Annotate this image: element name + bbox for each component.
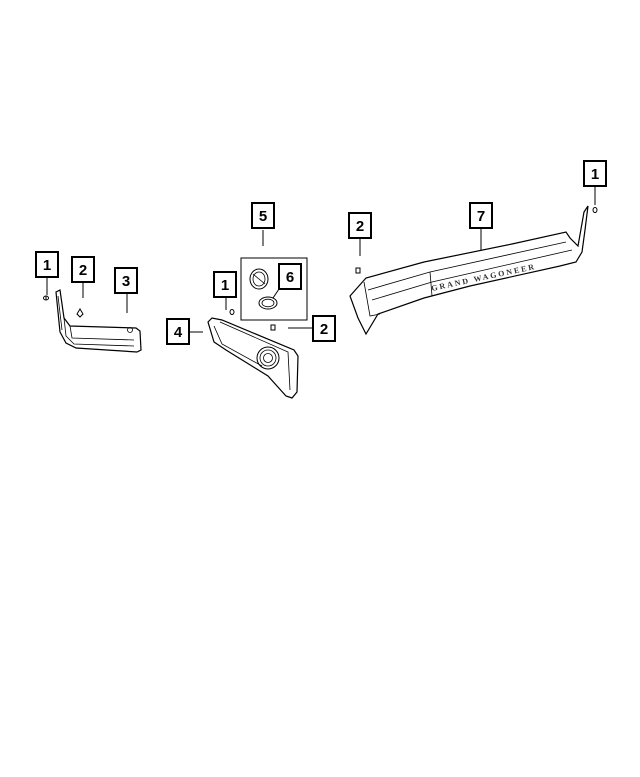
callout-label: 1 [43,257,51,274]
callout-box: 1 [35,251,59,278]
callout-box: 6 [278,263,302,290]
trim-part-4 [207,317,299,399]
callout-box: 1 [583,160,607,187]
callout-box: 4 [166,318,190,345]
callout-label: 7 [477,208,485,225]
callout-label: 5 [259,208,267,225]
callout-label: 2 [356,218,364,235]
callout-label: 2 [79,262,87,279]
fastener-1-left [43,295,49,301]
fastener-1-center [229,309,235,315]
clip-2-left [76,308,84,318]
callout-box: 2 [348,212,372,239]
clip-2-right [355,267,361,274]
callout-box: 2 [312,315,336,342]
callout-box: 3 [114,267,138,294]
fastener-1-right [592,207,598,213]
callout-label: 1 [591,166,599,183]
callout-label: 3 [122,273,130,290]
callout-box: 1 [213,271,237,298]
clip-2-center [270,324,276,331]
callout-box: 5 [251,202,275,229]
leader-lines [46,186,596,333]
callout-label: 6 [286,269,294,286]
callout-box: 7 [469,202,493,229]
callout-label: 4 [174,324,183,341]
callout-label: 2 [320,321,328,338]
callout-box: 2 [71,256,95,283]
trim-part-7 [349,205,589,336]
callout-label: 1 [221,277,229,294]
trim-part-3 [55,289,142,353]
